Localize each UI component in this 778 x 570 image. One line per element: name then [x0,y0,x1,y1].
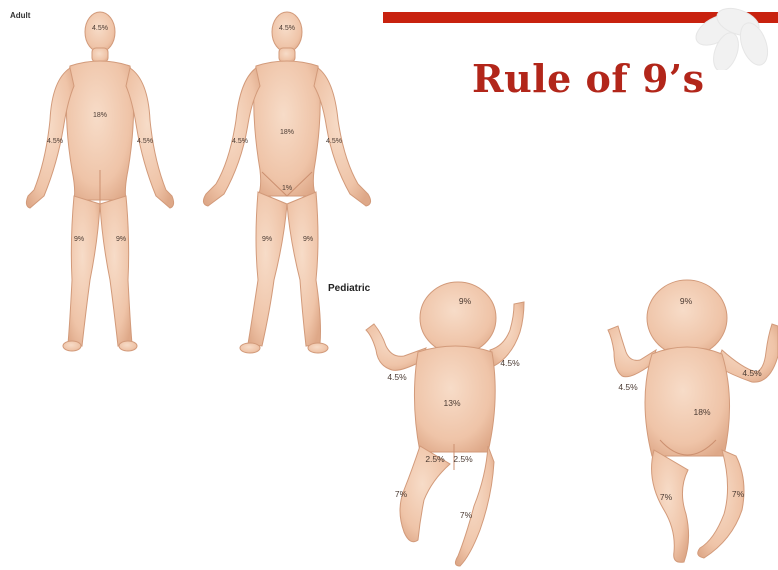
adult-back-right-foot [119,341,137,351]
infant-front-torso [645,347,730,456]
adult-front-left-foot [240,343,260,353]
adult-front-left-arm [203,68,260,206]
adult-back-right-leg-pct: 9% [116,236,126,243]
adult-back-figure [26,12,173,351]
adult-front-left-leg [248,192,287,346]
infant-front-figure [608,280,778,562]
adult-front-neck [279,48,295,62]
adult-back-head-pct: 4.5% [92,25,108,32]
adult-front-trunk-pct: 18% [280,129,294,136]
infant-front-right-leg-pct: 7% [732,489,745,499]
infant-front-head-pct: 9% [680,296,693,306]
infant-front-right-arm-pct: 4.5% [742,368,762,378]
adult-front-right-arm [314,68,371,206]
infant-front-left-leg-pct: 7% [660,492,673,502]
infant-back-head-pct: 9% [459,296,472,306]
infant-back-right-leg [455,446,494,566]
adult-front-right-leg-pct: 9% [303,236,313,243]
infant-front-head [647,280,727,356]
adult-front-genitals-pct: 1% [282,185,292,192]
adult-back-left-leg [68,196,100,346]
adult-back-right-leg [100,196,132,346]
adult-front-right-arm-pct: 4.5% [326,138,342,145]
adult-front-left-leg-pct: 9% [262,236,272,243]
infant-front-trunk-pct: 18% [693,407,710,417]
adult-front-head-pct: 4.5% [279,25,295,32]
infant-back-left-arm-pct: 4.5% [387,372,407,382]
adult-back-left-arm-pct: 4.5% [47,138,63,145]
infant-back-right-buttock-pct: 2.5% [453,454,473,464]
infant-front-right-leg [698,450,744,558]
adult-back-head [85,12,115,52]
infant-back-left-leg-pct: 7% [395,489,408,499]
infant-back-trunk-pct: 13% [443,398,460,408]
adult-front-right-leg [287,192,321,346]
adult-back-right-arm-pct: 4.5% [137,138,153,145]
infant-back-head [420,282,496,354]
infant-back-right-leg-pct: 7% [460,510,473,520]
infant-front-left-leg [652,450,689,562]
infant-back-left-buttock-pct: 2.5% [425,454,445,464]
adult-front-head [272,12,302,52]
adult-front-figure [203,12,370,353]
infant-back-figure [366,282,524,566]
infant-back-right-arm-pct: 4.5% [500,358,520,368]
adult-back-neck [92,48,108,62]
adult-back-left-leg-pct: 9% [74,236,84,243]
adult-front-right-foot [308,343,328,353]
adult-front-left-arm-pct: 4.5% [232,138,248,145]
adult-back-left-foot [63,341,81,351]
adult-back-trunk-pct: 18% [93,112,107,119]
infant-front-left-arm-pct: 4.5% [618,382,638,392]
